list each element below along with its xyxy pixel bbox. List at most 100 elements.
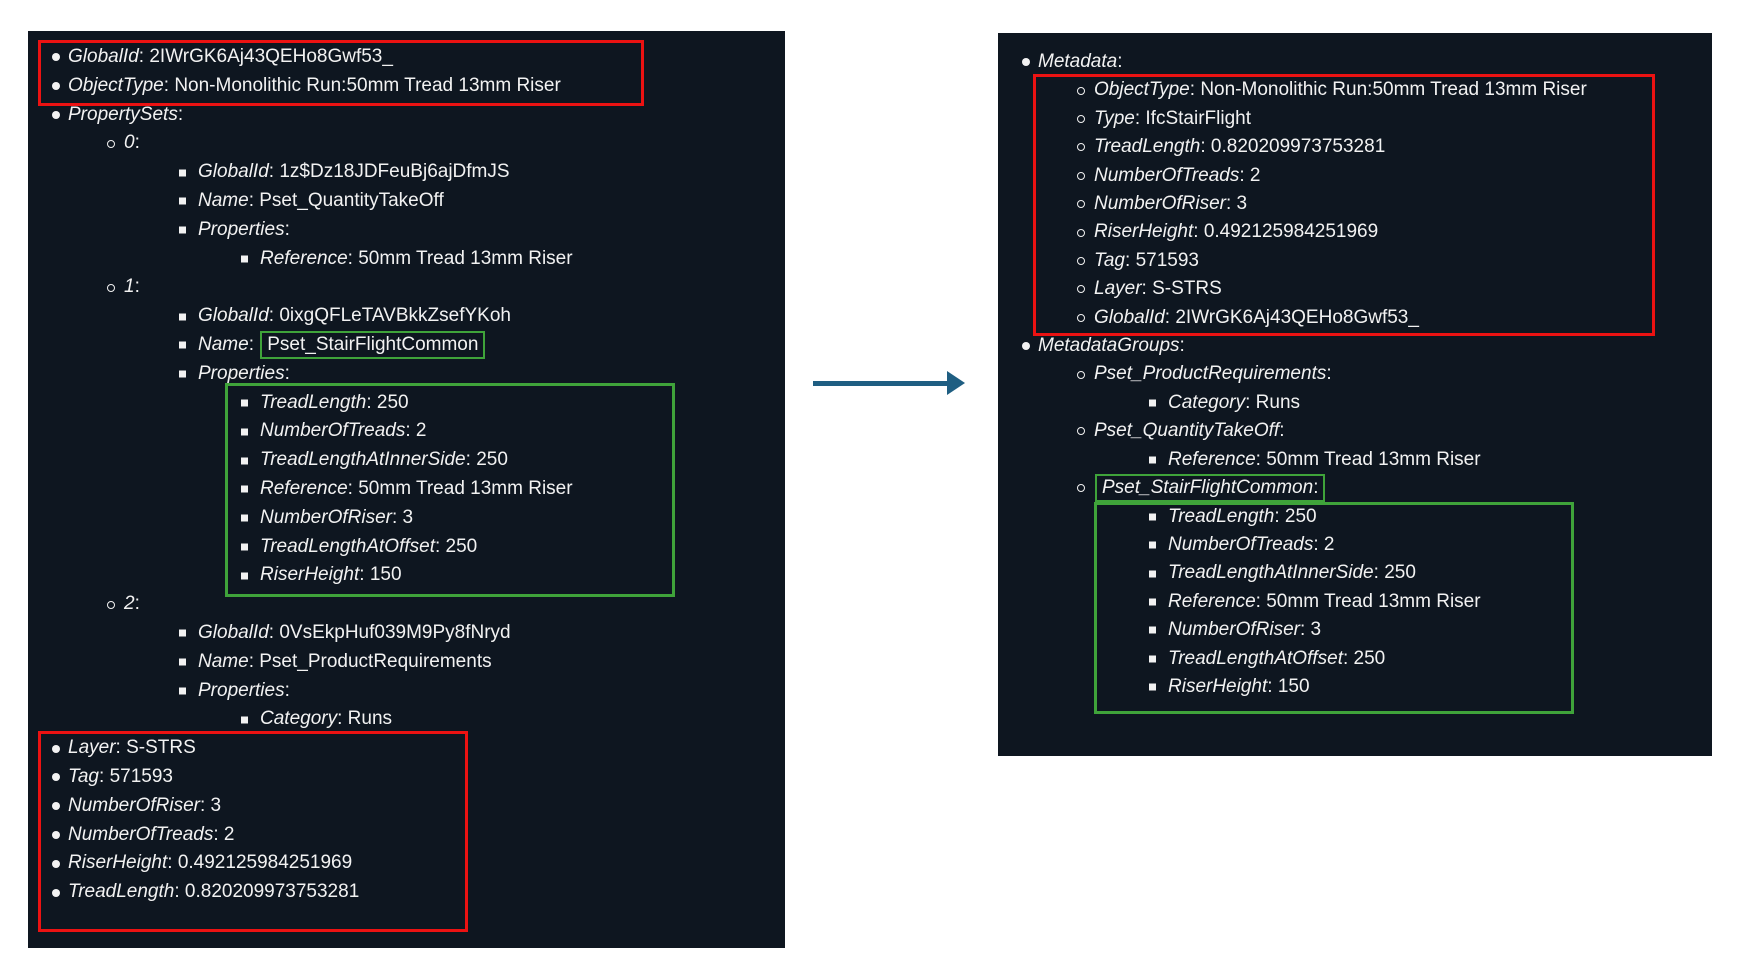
list-item-text: PropertySets: (68, 103, 184, 125)
property-value: 0ixgQFLeTAVBkkZsefYKoh (279, 305, 511, 327)
property-value: 150 (369, 564, 402, 586)
property-value: 250 (1284, 505, 1317, 527)
list-item-text: Properties: (198, 218, 290, 240)
property-value: 0.492125984251969 (177, 852, 353, 874)
property-value: 0VsEkpHuf039M9Py8fNryd (279, 621, 511, 643)
property-value: S-STRS (1152, 278, 1222, 300)
list-item: Pset_QuantityTakeOff: (998, 417, 1712, 445)
bullet-disc-icon (52, 744, 60, 753)
list-item-text: NumberOfRiser: 3 (1094, 193, 1248, 215)
list-item-text: TreadLength: 0.820209973753281 (68, 881, 360, 903)
bullet-square-icon (241, 514, 248, 522)
property-value: 3 (402, 506, 414, 528)
property-value: 250 (1384, 562, 1416, 584)
property-label: GlobalId (198, 621, 269, 643)
bullet-circle-icon (1077, 143, 1085, 152)
list-item: NumberOfTreads: 2 (28, 417, 785, 446)
list-item: Reference: 50mm Tread 13mm Riser (28, 475, 785, 504)
property-label: MetadataGroups (1038, 335, 1180, 357)
list-item-text: RiserHeight: 0.492125984251969 (68, 852, 353, 874)
property-label: Properties (198, 679, 285, 701)
list-item-text: Pset_ProductRequirements: (1094, 363, 1332, 385)
list-item: GlobalId: 0ixgQFLeTAVBkkZsefYKoh (28, 302, 785, 331)
bullet-circle-icon (1077, 427, 1085, 436)
list-item: Reference: 50mm Tread 13mm Riser (998, 588, 1712, 616)
list-item: ObjectType: Non-Monolithic Run:50mm Trea… (28, 72, 785, 101)
list-item-text: Reference: 50mm Tread 13mm Riser (1168, 590, 1481, 612)
bullet-square-icon (179, 313, 186, 321)
list-item-text: NumberOfTreads: 2 (1094, 164, 1261, 186)
property-label: TreadLengthAtOffset (1168, 647, 1343, 669)
bullet-square-icon (1149, 570, 1156, 578)
property-value: 50mm Tread 13mm Riser (1266, 448, 1481, 470)
property-label: NumberOfTreads (260, 420, 406, 442)
property-label: GlobalId (1094, 306, 1165, 328)
bullet-disc-icon (52, 859, 60, 868)
bullet-circle-icon (1077, 313, 1085, 322)
list-item-text: GlobalId: 2IWrGK6Aj43QEHo8Gwf53_ (1094, 306, 1419, 328)
property-label: Layer (1094, 278, 1142, 300)
bullet-circle-icon (1077, 86, 1085, 95)
list-item: Tag: 571593 (28, 763, 785, 792)
property-label: NumberOfTreads (68, 823, 214, 845)
list-item: RiserHeight: 0.492125984251969 (998, 218, 1712, 246)
bullet-circle-icon (1077, 370, 1085, 379)
property-value: 50mm Tread 13mm Riser (358, 477, 573, 499)
list-item: TreadLengthAtOffset: 250 (28, 533, 785, 562)
bullet-square-icon (179, 169, 186, 177)
property-value: 250 (445, 535, 478, 557)
bullet-circle-icon (107, 283, 115, 292)
list-item: Layer: S-STRS (28, 734, 785, 763)
mapped-metadata-panel: Metadata:ObjectType: Non-Monolithic Run:… (998, 33, 1712, 756)
bullet-square-icon (179, 226, 186, 234)
property-label: Tag (1094, 249, 1125, 271)
property-label: 2 (124, 593, 135, 615)
bullet-disc-icon (52, 773, 60, 782)
highlighted-label: Pset_StairFlightCommon: (1095, 474, 1326, 503)
property-label: NumberOfTreads (1094, 164, 1240, 186)
bullet-circle-icon (1077, 285, 1085, 294)
property-label: TreadLength (1094, 136, 1201, 158)
list-item: Properties: (28, 360, 785, 389)
list-item: Layer: S-STRS (998, 275, 1712, 303)
list-item-text: Name: Pset_StairFlightCommon (198, 330, 486, 359)
bullet-disc-icon (52, 82, 60, 91)
property-value: 2 (415, 420, 427, 442)
bullet-circle-icon (1077, 228, 1085, 237)
list-item-text: NumberOfRiser: 3 (1168, 619, 1322, 641)
list-item-text: MetadataGroups: (1038, 335, 1185, 357)
bullet-disc-icon (1022, 342, 1030, 351)
list-item: NumberOfRiser: 3 (998, 616, 1712, 644)
property-label: RiserHeight (1094, 221, 1194, 243)
highlighted-value: Pset_StairFlightCommon (260, 330, 486, 359)
property-value: 150 (1277, 675, 1310, 697)
list-item: Properties: (28, 216, 785, 245)
list-item: Category: Runs (998, 389, 1712, 417)
list-item: Metadata: (998, 48, 1712, 76)
bullet-disc-icon (52, 53, 60, 62)
arrow-head (947, 371, 965, 395)
bullet-square-icon (1149, 683, 1156, 691)
property-value: 3 (210, 794, 222, 816)
list-item: TreadLengthAtInnerSide: 250 (28, 446, 785, 475)
list-item: Pset_ProductRequirements: (998, 360, 1712, 388)
list-item: NumberOfTreads: 2 (998, 162, 1712, 190)
list-item-text: GlobalId: 1z$Dz18JDFeuBj6ajDfmJS (198, 161, 510, 183)
source-properties-panel: GlobalId: 2IWrGK6Aj43QEHo8Gwf53_ ObjectTy… (28, 31, 785, 948)
mapping-arrow-icon (813, 370, 965, 396)
list-item: Properties: (28, 677, 785, 706)
list-item-text: TreadLengthAtOffset: 250 (260, 535, 478, 557)
list-item-text: GlobalId: 2IWrGK6Aj43QEHo8Gwf53_ (68, 46, 393, 67)
list-item-text: NumberOfRiser: 3 (68, 794, 222, 816)
property-value: Pset_QuantityTakeOff (259, 189, 444, 211)
property-label: GlobalId (198, 161, 269, 183)
list-item: Name: Pset_ProductRequirements (28, 648, 785, 677)
list-item: Pset_StairFlightCommon: (998, 474, 1712, 503)
property-label: TreadLength (68, 881, 175, 903)
bullet-square-icon (241, 543, 248, 551)
bullet-square-icon (1149, 541, 1156, 549)
list-item: MetadataGroups: (998, 332, 1712, 360)
list-item: RiserHeight: 0.492125984251969 (28, 849, 785, 878)
property-value: 0.820209973753281 (184, 881, 360, 903)
